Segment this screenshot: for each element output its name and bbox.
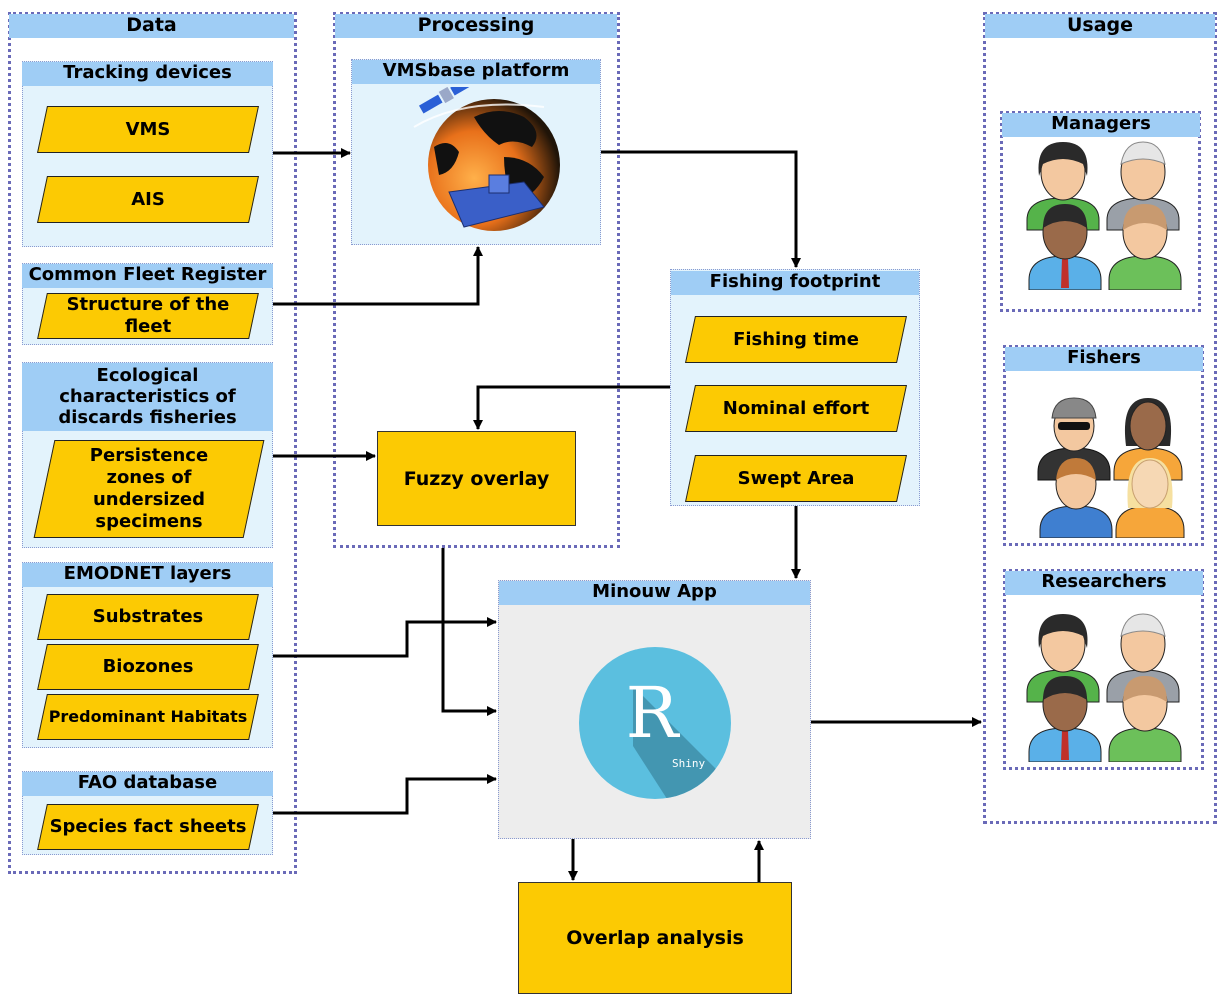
biozones-label: Biozones bbox=[102, 656, 194, 677]
researchers-header: Researchers bbox=[1005, 571, 1203, 595]
researchers-group bbox=[1003, 569, 1204, 770]
swept-area-label: Swept Area bbox=[737, 467, 855, 489]
vms-label: VMS bbox=[125, 118, 171, 140]
persistence-zones-label: Persistence zones of undersized specimen… bbox=[89, 445, 209, 532]
r-shiny-logo-icon bbox=[579, 647, 731, 799]
minouw-app-header: Minouw App bbox=[499, 581, 810, 605]
fishing-time-label: Fishing time bbox=[733, 328, 859, 350]
vmsbase-header: VMSbase platform bbox=[352, 60, 600, 84]
arrow-emodnet-to-app bbox=[273, 617, 497, 658]
substrates-label: Substrates bbox=[92, 606, 204, 627]
fishers-header: Fishers bbox=[1005, 347, 1203, 371]
arrow-fuzzy-to-app bbox=[441, 548, 497, 716]
fleet-structure-box: Structure of the fleet bbox=[37, 293, 259, 339]
habitats-label: Predominant Habitats bbox=[48, 707, 248, 726]
usage-column-header: Usage bbox=[985, 14, 1215, 38]
arrow-vmsbase-to-footprint bbox=[601, 150, 801, 268]
fuzzy-overlay-box: Fuzzy overlay bbox=[377, 431, 576, 526]
tracking-devices-header: Tracking devices bbox=[22, 62, 273, 86]
arrow-fleet-to-vmsbase bbox=[273, 246, 483, 306]
processing-column bbox=[333, 12, 620, 548]
vms-box: VMS bbox=[37, 106, 259, 153]
usage-column bbox=[983, 12, 1217, 824]
ais-label: AIS bbox=[131, 188, 165, 210]
fishers-group bbox=[1003, 345, 1204, 546]
fao-header: FAO database bbox=[22, 772, 273, 796]
arrow-fao-to-app bbox=[273, 774, 497, 815]
fishers-people-icon bbox=[1037, 397, 1185, 538]
species-fact-sheets-label: Species fact sheets bbox=[49, 816, 247, 837]
managers-group bbox=[1000, 111, 1201, 312]
substrates-box: Substrates bbox=[37, 594, 259, 640]
habitats-box: Predominant Habitats bbox=[37, 694, 259, 740]
data-column bbox=[8, 12, 297, 874]
emodnet-header: EMODNET layers bbox=[22, 563, 273, 587]
data-column-header: Data bbox=[9, 14, 294, 38]
nominal-effort-box: Nominal effort bbox=[685, 385, 907, 432]
fleet-register-header: Common Fleet Register bbox=[22, 264, 273, 288]
biozones-box: Biozones bbox=[37, 644, 259, 690]
species-fact-sheets-box: Species fact sheets bbox=[37, 804, 259, 850]
swept-area-box: Swept Area bbox=[685, 455, 907, 502]
fishing-time-box: Fishing time bbox=[685, 316, 907, 363]
researchers-people-icon bbox=[1026, 613, 1182, 762]
fishing-footprint-header: Fishing footprint bbox=[671, 271, 919, 295]
arrow-footprint-to-fuzzy bbox=[473, 385, 670, 430]
ecological-header: Ecological characteristics of discards f… bbox=[22, 363, 273, 431]
overlap-analysis-box: Overlap analysis bbox=[518, 882, 792, 994]
persistence-zones-box: Persistence zones of undersized specimen… bbox=[33, 440, 265, 538]
processing-column-header: Processing bbox=[335, 14, 617, 38]
nominal-effort-label: Nominal effort bbox=[722, 397, 870, 419]
managers-people-icon bbox=[1026, 141, 1182, 290]
fleet-structure-label: Structure of the fleet bbox=[66, 294, 230, 337]
globe-satellite-icon bbox=[413, 87, 560, 231]
managers-header: Managers bbox=[1002, 113, 1200, 137]
ais-box: AIS bbox=[37, 176, 259, 223]
shiny-logo-label: Shiny bbox=[672, 757, 706, 770]
r-logo-letter: R bbox=[625, 672, 679, 754]
